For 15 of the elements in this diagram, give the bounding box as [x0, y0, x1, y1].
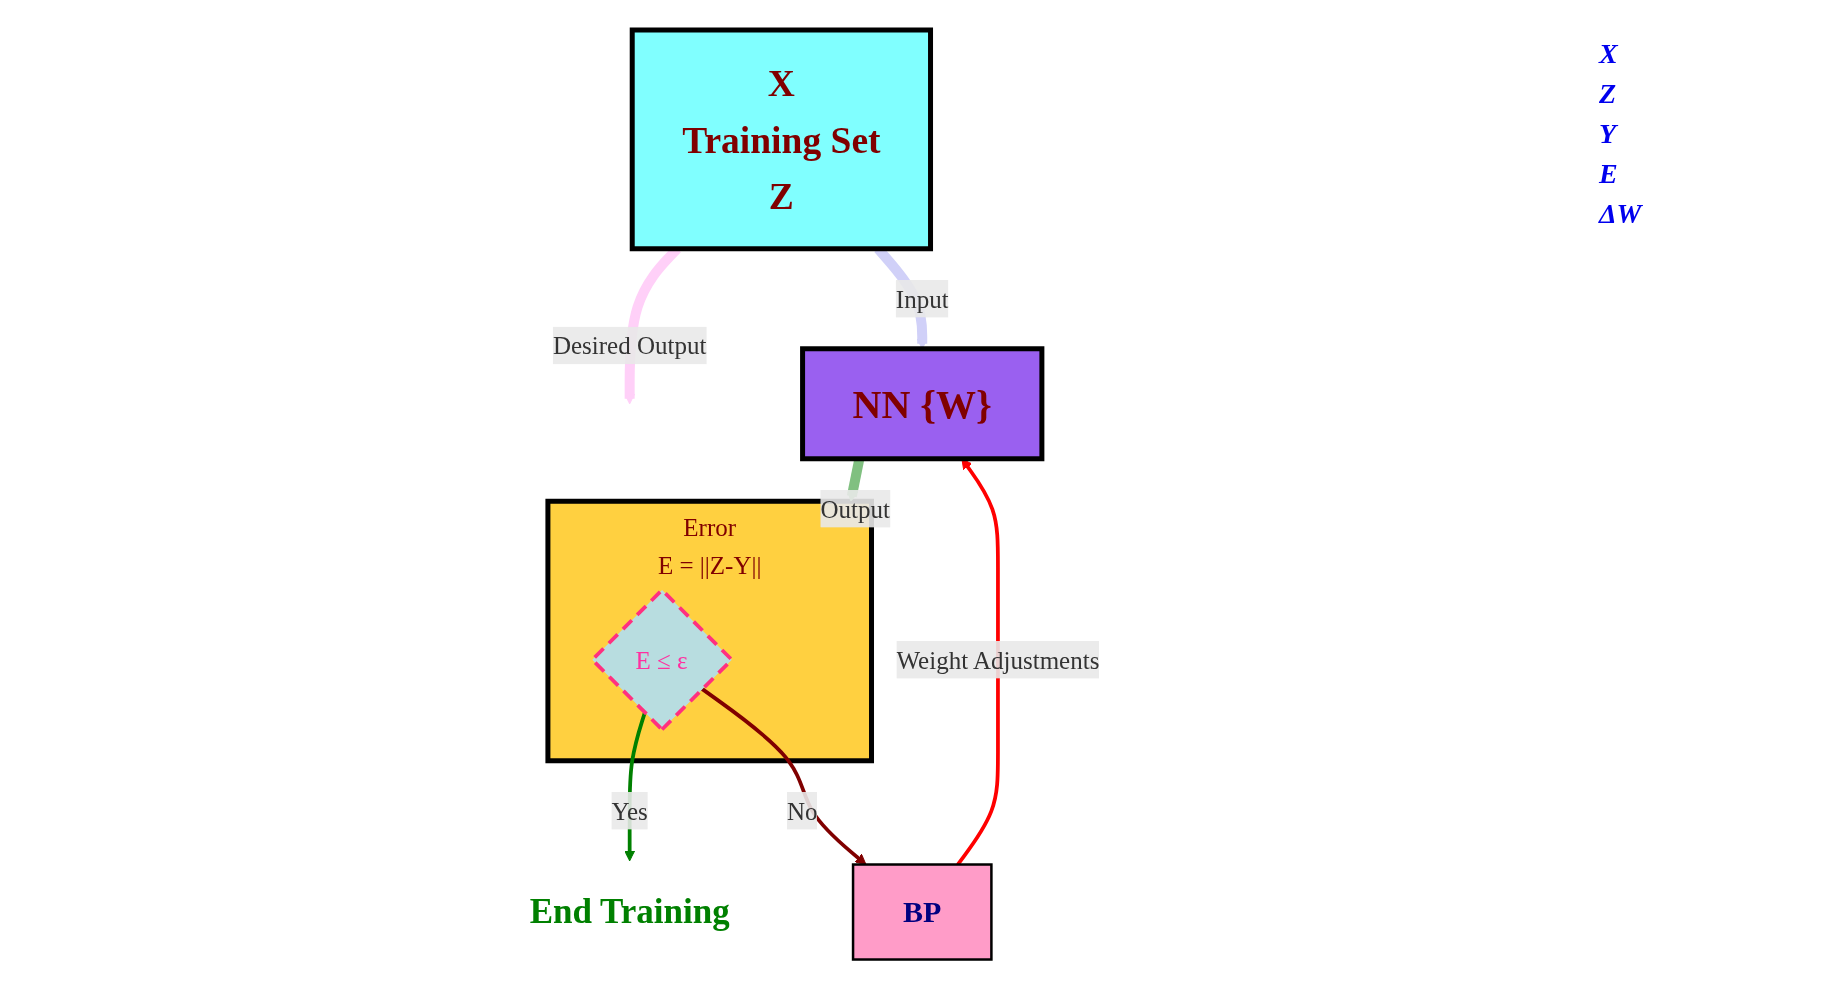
- node-text: End Training: [529, 891, 730, 931]
- variable-label: Y: [1599, 118, 1620, 150]
- arrow: [700, 687, 867, 865]
- edge-label: No: [786, 796, 818, 825]
- edge-label: Input: [895, 284, 949, 313]
- variable-label: E: [1599, 158, 1619, 190]
- node-box: BP: [851, 863, 993, 961]
- edge-label: Desired Output: [552, 331, 707, 360]
- variable-label: X: [1599, 38, 1620, 70]
- edge-label: Weight Adjustments: [896, 645, 1100, 674]
- variable-label: ΔW: [1599, 198, 1644, 230]
- variable-label: Z: [1599, 78, 1618, 110]
- edge-label: Yes: [611, 796, 648, 825]
- node-box: X Training Set Z: [629, 27, 934, 252]
- node-box: NN {W}: [800, 346, 1045, 462]
